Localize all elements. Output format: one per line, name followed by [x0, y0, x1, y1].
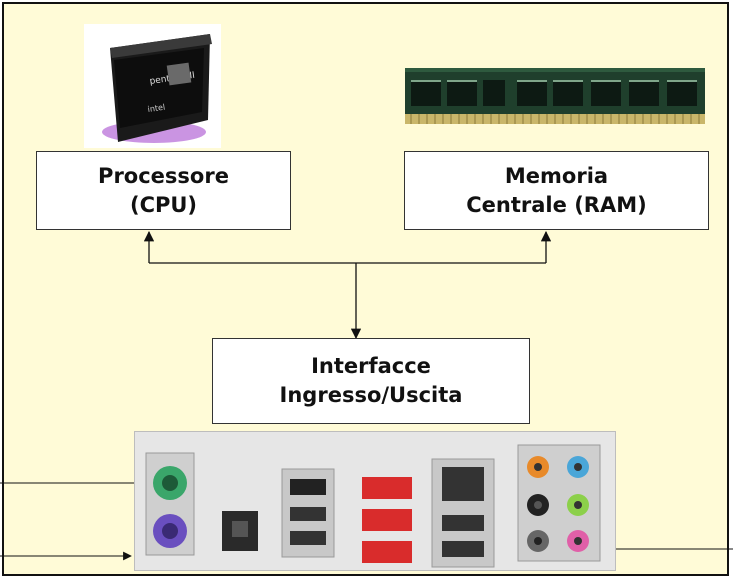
io-ports-panel-image	[134, 431, 616, 571]
io-box-line2: Ingresso/Uscita	[279, 383, 463, 407]
cpu-maker-lettering: intel	[147, 103, 166, 114]
ram-box-line2: Centrale (RAM)	[466, 192, 647, 217]
audio-jacks	[517, 444, 601, 562]
cpu-box-line1: Processore	[98, 163, 229, 188]
red-usb-ports	[362, 477, 412, 563]
ps2-ports	[145, 452, 195, 556]
cpu-box-line2: (CPU)	[129, 192, 198, 217]
cpu-box: Processore (CPU)	[36, 151, 291, 230]
ram-box-line1: Memoria	[504, 163, 609, 188]
ram-box: Memoria Centrale (RAM)	[404, 151, 709, 230]
ram-module-image	[405, 68, 705, 124]
io-box: Interfacce Ingresso/Uscita	[212, 338, 530, 424]
io-box-line1: Interfacce	[311, 354, 431, 378]
cpu-chip-image: pentium II intel	[84, 24, 221, 148]
